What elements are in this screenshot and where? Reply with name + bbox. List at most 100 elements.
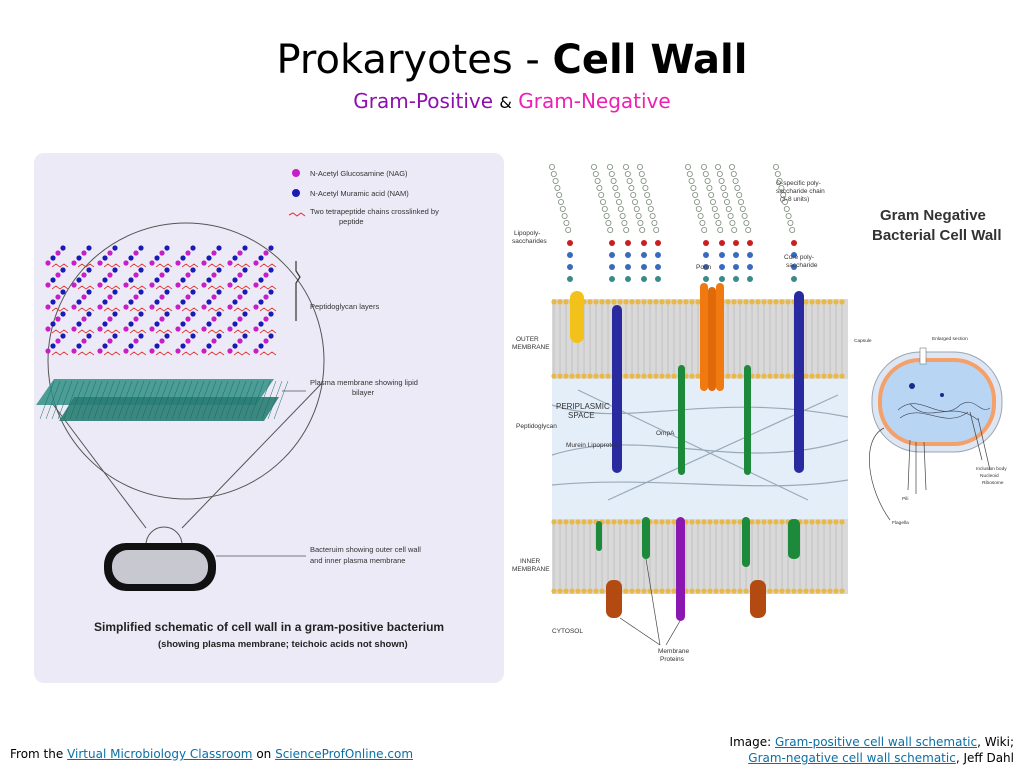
glycan-unit <box>258 321 264 327</box>
peptide-crosslink <box>181 285 199 290</box>
label-o-chain-1: O-specific poly- <box>776 180 821 187</box>
lipid-head <box>581 519 587 525</box>
lipid-tail <box>87 380 103 420</box>
glycan-unit <box>201 282 207 288</box>
core-unit-blue <box>641 264 647 270</box>
inner-green-4 <box>788 519 800 559</box>
label-peptidoglycan: Peptidoglycan <box>516 423 557 430</box>
glycan-unit <box>175 348 181 354</box>
lipid-head <box>641 373 647 379</box>
peptide-crosslink <box>129 263 147 268</box>
o-antigen-unit <box>550 170 557 177</box>
glycan-unit <box>206 255 212 261</box>
lipid-tail <box>141 380 157 420</box>
lipid-head <box>641 588 647 594</box>
label-inclusion-body: Inclusion body <box>976 466 1007 472</box>
glycan-unit <box>211 272 217 278</box>
glycan-unit <box>242 311 248 317</box>
lipid-head <box>575 588 581 594</box>
peptide-crosslink <box>77 285 95 290</box>
lipid-head <box>719 519 725 525</box>
legend-nam-dot <box>292 189 300 197</box>
lipid-head <box>575 373 581 379</box>
peptide-crosslink <box>103 329 121 334</box>
lipid-head <box>605 373 611 379</box>
o-antigen-unit <box>591 163 598 170</box>
o-antigen-unit <box>717 227 724 234</box>
lipid-head <box>725 588 731 594</box>
peptide-crosslink <box>181 263 199 268</box>
o-antigen-unit <box>714 163 721 170</box>
lipid-head <box>743 299 749 305</box>
inclusion-body-dot <box>909 383 915 389</box>
core-unit-blue <box>703 264 709 270</box>
link-scienceprofonline[interactable]: ScienceProfOnline.com <box>275 747 414 761</box>
link-virtual-microbiology-classroom[interactable]: Virtual Microbiology Classroom <box>67 747 253 761</box>
core-unit-blue <box>733 264 739 270</box>
lipid-head <box>551 299 557 305</box>
lipid-tail <box>231 380 247 420</box>
lipid-head <box>839 373 845 379</box>
glycan-unit <box>50 343 56 349</box>
o-antigen-unit <box>647 206 654 213</box>
credit-image-prefix: Image: <box>729 735 775 749</box>
glycan-unit <box>227 304 233 310</box>
lipid-head <box>635 299 641 305</box>
lipid-head <box>839 299 845 305</box>
core-unit-blue <box>625 252 631 258</box>
glycan-unit <box>268 289 274 295</box>
ompa-protein-left <box>678 365 685 475</box>
glycan-unit <box>175 304 181 310</box>
lipid-head <box>821 373 827 379</box>
lipid-head <box>701 519 707 525</box>
lipid-head <box>731 519 737 525</box>
peptide-crosslink <box>233 307 251 312</box>
lipid-head <box>749 299 755 305</box>
glycan-unit <box>227 282 233 288</box>
peptide-crosslink <box>155 351 173 356</box>
lipid-head <box>557 299 563 305</box>
o-antigen-unit <box>637 220 644 227</box>
lipid-head <box>827 299 833 305</box>
glycan-unit <box>201 260 207 266</box>
lipid-tail <box>237 380 253 420</box>
lipid-head <box>623 588 629 594</box>
glycan-unit <box>159 294 165 300</box>
glycan-unit <box>133 316 139 322</box>
gram-positive-diagram: N-Acetyl Glucosamine (NAG) N-Acetyl Mura… <box>36 169 444 650</box>
link-gram-negative-schematic[interactable]: Gram-negative cell wall schematic <box>748 751 956 765</box>
lipid-head <box>575 519 581 525</box>
lipid-head <box>779 373 785 379</box>
lipid-head <box>695 519 701 525</box>
glycan-unit <box>175 260 181 266</box>
lipid-head <box>749 519 755 525</box>
gram-negative-cell-diagram: Gram Negative Bacterial Cell Wall Capsul… <box>854 207 1007 526</box>
peptide-crosslink <box>77 329 95 334</box>
o-antigen-unit <box>623 163 630 170</box>
glycan-unit <box>76 343 82 349</box>
lipid-head <box>635 373 641 379</box>
glycan-unit <box>268 311 274 317</box>
o-antigen-unit <box>684 163 691 170</box>
o-antigen-unit <box>720 184 727 191</box>
lipid-head <box>785 373 791 379</box>
lipid-head <box>809 519 815 525</box>
label-bacterium-1: Bacteruim showing outer cell wall <box>310 545 421 554</box>
glycan-unit <box>102 277 108 283</box>
glycan-unit <box>211 316 217 322</box>
glycan-unit <box>232 343 238 349</box>
lipid-tail <box>207 380 223 420</box>
o-antigen-unit <box>628 184 635 191</box>
lipid-head <box>725 299 731 305</box>
lipid-head <box>617 299 623 305</box>
glycan-unit <box>149 260 155 266</box>
lipid-head <box>785 299 791 305</box>
glycan-unit <box>81 272 87 278</box>
o-antigen-unit <box>632 199 639 206</box>
gram-negative-diagram: Lipopoly- saccharides O-specific poly- s… <box>512 163 848 685</box>
lipid-head <box>659 588 665 594</box>
glycan-unit <box>97 348 103 354</box>
link-gram-positive-schematic[interactable]: Gram-positive cell wall schematic <box>774 735 978 749</box>
core-unit-blue <box>609 264 615 270</box>
glycan-unit <box>206 343 212 349</box>
